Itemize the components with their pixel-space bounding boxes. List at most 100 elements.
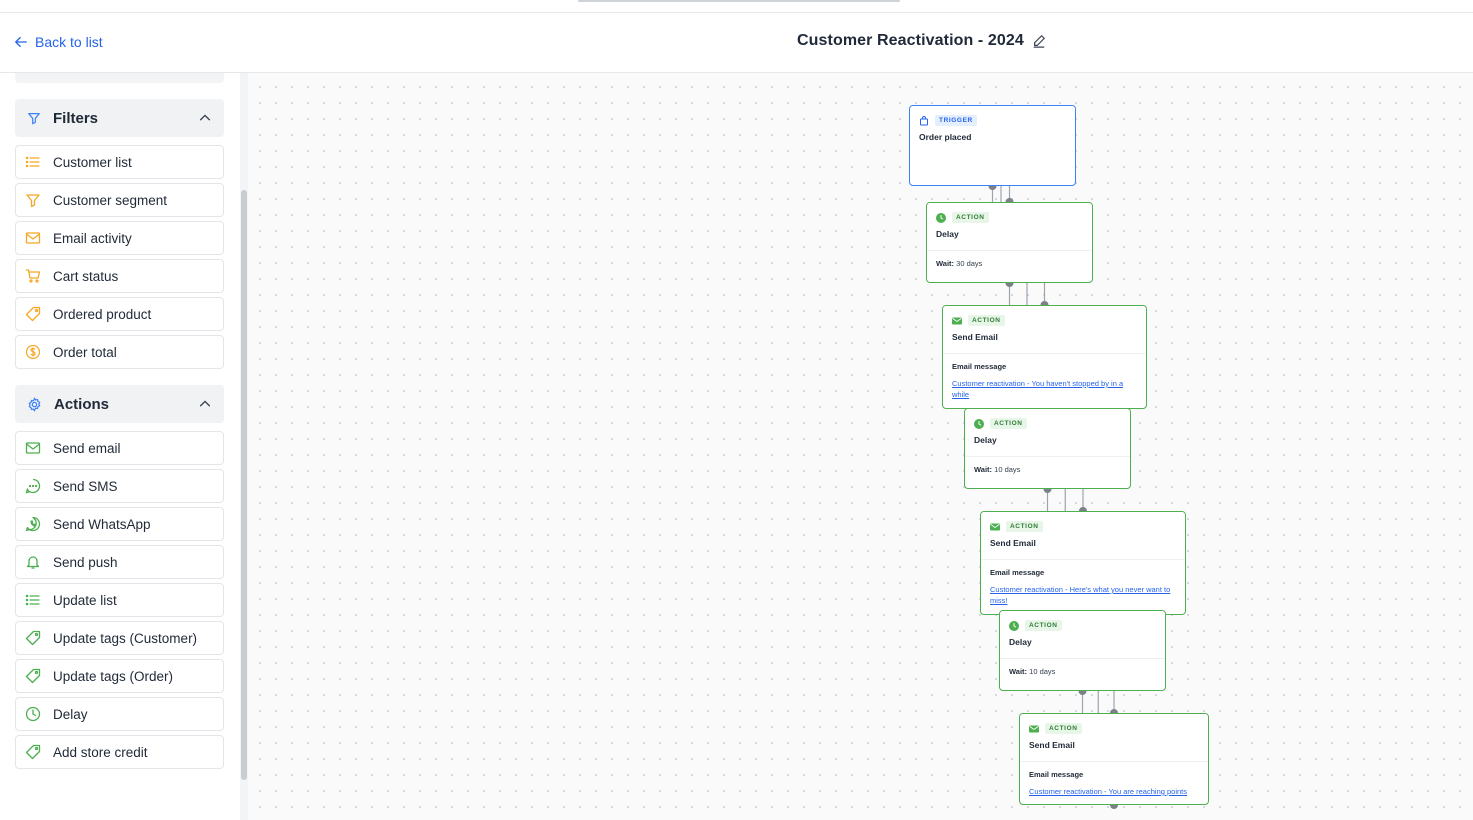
edit-pencil-icon[interactable] <box>1032 34 1046 48</box>
filters-item-label: Cart status <box>53 268 119 284</box>
wait-label: Wait: <box>974 465 993 474</box>
email-message-link[interactable]: Customer reactivation - Here's what you … <box>990 585 1171 605</box>
actions-item-update-tags-customer[interactable]: Update tags (Customer) <box>15 621 224 655</box>
actions-item-update-tags-order[interactable]: Update tags (Order) <box>15 659 224 693</box>
sidebar-scrollbar-thumb[interactable] <box>241 190 247 780</box>
filters-item-email-activity[interactable]: Email activity <box>15 221 224 255</box>
node-title: Send Email <box>1029 740 1075 750</box>
email-message-label: Email message <box>990 568 1045 577</box>
filters-item-cart-status[interactable]: Cart status <box>15 259 224 293</box>
actions-item-send-whatsapp[interactable]: Send WhatsApp <box>15 507 224 541</box>
wait-value: 10 days <box>1029 667 1056 676</box>
list-icon <box>25 592 41 608</box>
actions-item-label: Delay <box>53 706 88 722</box>
node-body: Wait: 10 days <box>965 457 1130 482</box>
list-icon <box>25 154 41 170</box>
workflow-node-delay[interactable]: ACTION Delay Wait: 30 days <box>926 202 1093 283</box>
workflow-node-delay[interactable]: ACTION Delay Wait: 10 days <box>964 408 1131 489</box>
actions-item-label: Add store credit <box>53 744 148 760</box>
tag-icon <box>25 306 41 322</box>
envelope-icon <box>1029 724 1039 734</box>
node-title: Delay <box>936 229 959 239</box>
actions-item-label: Update tags (Order) <box>53 668 174 684</box>
filters-title: Filters <box>53 109 99 127</box>
actions-item-send-push[interactable]: Send push <box>15 545 224 579</box>
filters-item-customer-list[interactable]: Customer list <box>15 145 224 179</box>
node-type-badge: ACTION <box>1045 723 1082 734</box>
node-header: ACTION Delay <box>965 409 1130 457</box>
workflow-node-send-email[interactable]: ACTION Send Email Email message Customer… <box>1019 713 1209 805</box>
actions-item-delay[interactable]: Delay <box>15 697 224 731</box>
workflow-connectors <box>988 182 1118 809</box>
bell-icon <box>25 554 41 570</box>
node-title: Delay <box>1009 637 1032 647</box>
filters-item-label: Customer list <box>53 154 132 170</box>
wait-label: Wait: <box>936 259 955 268</box>
node-body: Wait: 30 days <box>927 251 1092 276</box>
filters-item-label: Ordered product <box>53 306 152 322</box>
workflow-trigger-node[interactable]: TRIGGER Order placed <box>909 105 1076 186</box>
node-body: Wait: 10 days <box>1000 659 1165 684</box>
dollar-icon <box>25 344 41 360</box>
gear-icon <box>28 396 41 412</box>
node-type-badge: ACTION <box>952 212 989 223</box>
email-message-label: Email message <box>1029 770 1084 779</box>
workflow-node-delay[interactable]: ACTION Delay Wait: 10 days <box>999 610 1166 691</box>
tag-icon <box>25 744 41 760</box>
clock-icon <box>974 418 984 429</box>
chevron-up-icon[interactable] <box>198 397 212 411</box>
sms-icon <box>25 478 41 494</box>
actions-item-label: Send email <box>53 440 121 456</box>
email-message-link[interactable]: Customer reactivation - You are reaching… <box>1029 787 1188 796</box>
filters-item-customer-segment[interactable]: Customer segment <box>15 183 224 217</box>
node-type-badge: ACTION <box>968 315 1005 326</box>
tag-icon <box>25 668 41 684</box>
clock-icon <box>1009 620 1019 631</box>
wait-value: 30 days <box>956 259 983 268</box>
arrow-left-icon <box>15 36 27 48</box>
title-wrap: Customer Reactivation - 2024 <box>797 32 1046 50</box>
clock-icon <box>25 706 41 722</box>
cart-icon <box>25 268 41 284</box>
actions-item-add-store-credit[interactable]: Add store credit <box>15 735 224 769</box>
filters-item-ordered-product[interactable]: Ordered product <box>15 297 224 331</box>
header: Back to list Customer Reactivation - 202… <box>0 13 1473 73</box>
actions-item-send-sms[interactable]: Send SMS <box>15 469 224 503</box>
drag-handle[interactable] <box>578 0 900 2</box>
wait-value: 10 days <box>994 465 1021 474</box>
actions-item-update-list[interactable]: Update list <box>15 583 224 617</box>
chevron-up-icon[interactable] <box>198 111 212 125</box>
actions-section-header[interactable]: Actions <box>15 385 224 423</box>
node-type-badge: ACTION <box>1025 620 1062 631</box>
node-type-badge: TRIGGER <box>935 115 977 126</box>
clock-icon <box>936 212 946 223</box>
filters-section-header[interactable]: Filters <box>15 99 224 137</box>
wait-label: Wait: <box>1009 667 1028 676</box>
filters-item-label: Email activity <box>53 230 132 246</box>
back-label: Back to list <box>35 34 103 50</box>
actions-item-label: Send push <box>53 554 118 570</box>
filters-item-order-total[interactable]: Order total <box>15 335 224 369</box>
node-body: Email message Customer reactivation - Yo… <box>943 354 1146 408</box>
filters-item-label: Order total <box>53 344 117 360</box>
email-message-link[interactable]: Customer reactivation - You haven't stop… <box>952 379 1124 399</box>
actions-item-send-email[interactable]: Send email <box>15 431 224 465</box>
node-type-badge: ACTION <box>1006 521 1043 532</box>
funnel-icon <box>28 113 40 125</box>
page-title: Customer Reactivation - 2024 <box>797 32 1024 49</box>
actions-item-label: Send WhatsApp <box>53 516 151 532</box>
tag-icon <box>25 630 41 646</box>
node-header: ACTION Send Email <box>981 512 1185 560</box>
node-title: Send Email <box>990 538 1036 548</box>
back-to-list-link[interactable]: Back to list <box>14 34 103 50</box>
workflow-canvas[interactable]: TRIGGER Order placed ACTION Delay Wait: … <box>248 73 1473 820</box>
sidebar-section-stub <box>15 73 224 83</box>
envelope-icon <box>990 522 1000 532</box>
node-title: Order placed <box>919 132 972 142</box>
filters-item-label: Customer segment <box>53 192 168 208</box>
node-header: ACTION Delay <box>927 203 1092 251</box>
node-header: ACTION Delay <box>1000 611 1165 659</box>
workflow-node-send-email[interactable]: ACTION Send Email Email message Customer… <box>942 305 1147 409</box>
workflow-node-send-email[interactable]: ACTION Send Email Email message Customer… <box>980 511 1186 615</box>
